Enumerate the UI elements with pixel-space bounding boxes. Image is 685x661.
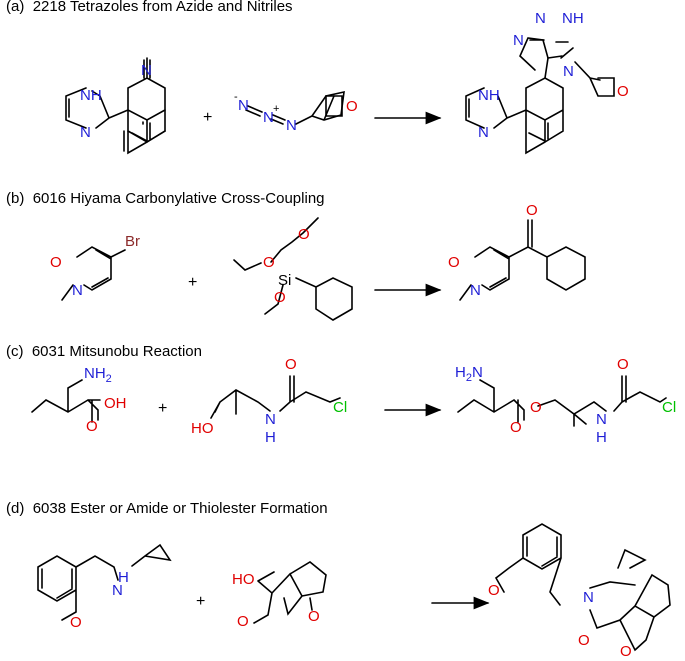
nh-text: NH	[84, 365, 106, 382]
panel-c-id: 6031	[31, 343, 66, 360]
h-text: H	[455, 364, 466, 381]
atom-si-b2: Si	[278, 272, 291, 289]
atom-nh-p-c: N	[596, 411, 607, 428]
atom-nh-d1: N	[112, 582, 123, 599]
reactant-c2-structure	[210, 375, 341, 419]
product-d-structure	[494, 523, 671, 652]
plus-sign-a: +	[203, 109, 212, 126]
panel-a-name: Tetrazoles from Azide and Nitriles	[69, 0, 293, 15]
atom-o-d1: O	[70, 614, 82, 631]
reactant-d2-structure	[253, 561, 327, 624]
atom-nh-a1: NH	[80, 87, 102, 104]
panel-c-reaction: NH2 OH O + HO N H O Cl H2N O O N H O Cl	[31, 356, 676, 446]
n-text: N	[265, 411, 276, 428]
panel-a-caption: (a) 2218 Tetrazoles from Azide and Nitri…	[6, 0, 293, 15]
atom-n-a1: N	[80, 124, 91, 141]
panel-b-reaction: O N Br + O O O Si O N O	[50, 202, 586, 321]
atom-n-p-a: N	[478, 124, 489, 141]
panel-d-id: 6038	[32, 500, 67, 517]
panel-a-id: 2218	[32, 0, 67, 15]
panel-c-name: Mitsunobu Reaction	[69, 343, 202, 360]
atom-o-carbonyl-p-c: O	[510, 419, 522, 436]
atom-h-d1: H	[118, 569, 129, 586]
atom-o-c2: O	[285, 356, 297, 373]
atom-o-oxetane-a2: O	[346, 98, 358, 115]
n-rest-text: N	[472, 364, 483, 381]
reactant-c1-structure	[31, 379, 101, 423]
atom-nh-c2: N	[265, 411, 276, 428]
atom-n-tet-4: N	[563, 63, 574, 80]
atom-o-ring-d2: O	[308, 608, 320, 625]
atom-o-amide-p-c: O	[617, 356, 629, 373]
panel-b-id: 6016	[32, 190, 67, 207]
panel-b-name: Hiyama Carbonylative Cross-Coupling	[70, 190, 325, 207]
panel-a-reaction: NH N N + N N N - + O NH N N N NH N O	[65, 10, 629, 155]
atom-nh-p-a: NH	[478, 87, 500, 104]
product-b-structure	[459, 219, 586, 301]
atom-n-p-d: N	[583, 589, 594, 606]
plus-sign-c: +	[158, 400, 167, 417]
atom-n-azide-1: N	[238, 97, 249, 114]
panel-c-label: (c)	[6, 343, 24, 360]
atom-oh-c1: OH	[104, 395, 127, 412]
panel-d-reaction: N H O + HO O O O N O O	[37, 523, 671, 660]
plus-sign-d: +	[196, 593, 205, 610]
panel-b-label: (b)	[6, 190, 25, 207]
panel-a-label: (a)	[6, 0, 25, 15]
plus-sign-b: +	[188, 274, 197, 291]
reactant-a1-structure	[65, 57, 166, 155]
panel-d-caption: (d) 6038 Ester or Amide or Thiolester Fo…	[6, 500, 328, 517]
atom-cl-c2: Cl	[333, 399, 347, 416]
panel-d-name: Ester or Amide or Thiolester Formation	[70, 500, 328, 517]
atom-br-b1: Br	[125, 233, 140, 250]
atom-nh-tet: NH	[562, 10, 584, 27]
plus-charge: +	[273, 103, 279, 115]
atom-o-b2-3: O	[274, 289, 286, 306]
atom-ho-d2: HO	[232, 571, 255, 588]
reactant-b1-structure	[61, 246, 126, 301]
minus-charge: -	[234, 91, 238, 103]
atom-n-azide-2: N	[263, 109, 274, 126]
atom-n-b1: N	[72, 282, 83, 299]
atom-o-c1: O	[86, 418, 98, 435]
product-c-structure	[457, 375, 667, 427]
atom-n-nitrile-a1: N	[141, 62, 152, 79]
atom-n-tet-1: N	[513, 32, 524, 49]
atom-o-b2-2: O	[298, 226, 310, 243]
panel-d-label: (d)	[6, 500, 25, 517]
atom-o-b1: O	[50, 254, 62, 271]
atom-o-ester-p-c: O	[530, 399, 542, 416]
atom-h-c2: H	[265, 429, 276, 446]
reactant-a2-structure	[245, 90, 345, 125]
atom-ho-c2: HO	[191, 420, 214, 437]
sub2-text-p: 2	[466, 372, 472, 384]
atom-h-p-c: H	[596, 429, 607, 446]
atom-n-azide-3: N	[286, 117, 297, 134]
atom-nh2-c1: NH2	[84, 365, 112, 385]
atom-o-p-b2: O	[526, 202, 538, 219]
atom-o-b2-1: O	[263, 254, 275, 271]
atom-h2n-p-c: H2N	[455, 364, 483, 384]
atom-o-oxetane-p-a: O	[617, 83, 629, 100]
panel-b-caption: (b) 6016 Hiyama Carbonylative Cross-Coup…	[6, 190, 325, 207]
atom-o-p-b1: O	[448, 254, 460, 271]
atom-o-carbonyl-d2: O	[237, 613, 249, 630]
atom-o-ring-p-d: O	[620, 643, 632, 660]
sub2-text: 2	[106, 373, 112, 385]
atom-o-p-d: O	[488, 582, 500, 599]
panel-c-caption: (c) 6031 Mitsunobu Reaction	[6, 343, 202, 360]
atom-n-p-b: N	[470, 282, 481, 299]
reactant-b2-structure	[233, 217, 353, 321]
atom-cl-p-c: Cl	[662, 399, 676, 416]
product-a-structure	[465, 37, 615, 155]
reactant-d1-structure	[37, 543, 172, 621]
atom-o-carbonyl-p-d: O	[578, 632, 590, 649]
atom-n-tet-2: N	[535, 10, 546, 27]
